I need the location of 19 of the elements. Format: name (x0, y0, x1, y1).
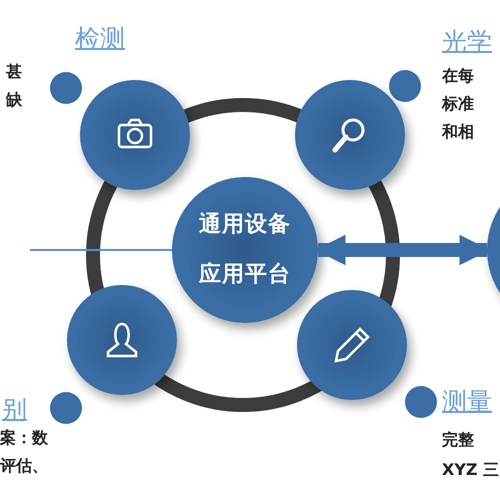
circle-node (297, 290, 407, 400)
description-text: 和相 (442, 122, 474, 143)
hub-circle (172, 177, 318, 323)
description-text: XYZ 三 (442, 460, 500, 481)
description-text: 在每 (442, 66, 474, 87)
description-text: 评估、 (0, 456, 48, 477)
section-heading: 光学 (442, 26, 492, 58)
section-heading: 别 (2, 394, 27, 426)
description-text: 缺 (6, 90, 22, 111)
section-heading: 测量 (442, 386, 492, 418)
description-text: 标准 (442, 94, 474, 115)
description-text: 甚 (6, 62, 22, 83)
connector-line (30, 249, 172, 251)
hub-label: 通用设备应用平台 (198, 211, 292, 289)
description-text: 案：数 (0, 428, 48, 449)
description-text: 完整 (442, 430, 474, 451)
double-arrow (314, 234, 490, 266)
circle-node (80, 80, 190, 190)
section-heading: 检测 (75, 23, 125, 55)
